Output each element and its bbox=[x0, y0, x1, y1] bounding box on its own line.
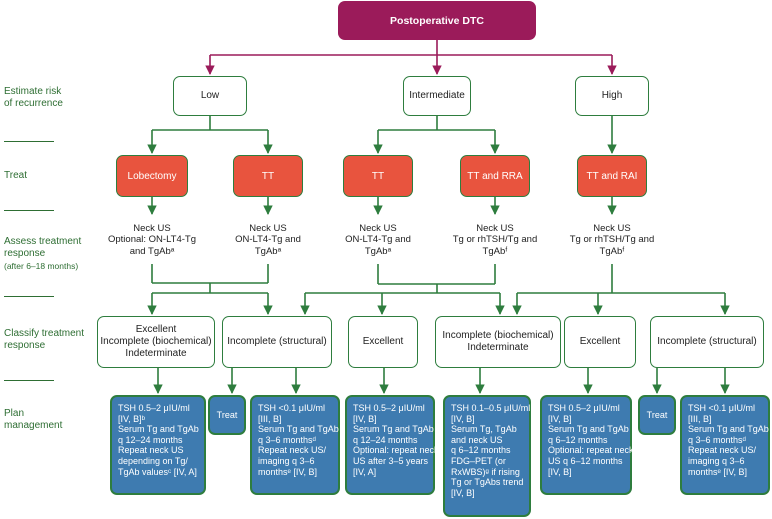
plan-node-intermediate-excellent: TSH 0.5–2 μIU/ml[IV, B]Serum Tg and TgAb… bbox=[345, 395, 439, 495]
flow-connectors bbox=[147, 116, 730, 394]
classify-node-intermediate-biochemical: Incomplete (biochemical)Indeterminate bbox=[435, 316, 561, 368]
risk-node-low: Low bbox=[173, 76, 247, 116]
treat-node-tt-rai: TT and RAI bbox=[577, 155, 647, 197]
treat-node-lobectomy: Lobectomy bbox=[116, 155, 188, 197]
row-label-risk: Estimate risk of recurrence bbox=[4, 86, 63, 109]
treat-node-tt-low: TT bbox=[233, 155, 303, 197]
row-separator bbox=[4, 141, 54, 142]
row-label-treat: Treat bbox=[4, 170, 27, 181]
classify-node-high-excellent: Excellent bbox=[564, 316, 636, 368]
top-connectors bbox=[205, 40, 617, 75]
classify-node-low-structural: Incomplete (structural) bbox=[222, 316, 332, 368]
classify-node-intermediate-excellent: Excellent bbox=[348, 316, 418, 368]
row-label-classify: Classify treatment response bbox=[4, 328, 85, 351]
row-separator bbox=[4, 210, 54, 211]
row-label-assess: Assess treatment response (after 6–18 mo… bbox=[4, 236, 82, 271]
row-separator bbox=[4, 380, 54, 381]
risk-node-intermediate: Intermediate bbox=[403, 76, 471, 116]
plan-node-high-structural: TSH <0.1 μIU/ml[III, B]Serum Tg and TgAb… bbox=[680, 395, 770, 495]
treat-node-tt-rra: TT and RRA bbox=[460, 155, 530, 197]
classify-node-high-structural: Incomplete (structural) bbox=[650, 316, 764, 368]
row-separator bbox=[4, 296, 54, 297]
plan-node-high-treat: Treat bbox=[638, 395, 676, 435]
risk-node-high: High bbox=[575, 76, 649, 116]
postoperative-dtc-node: Postoperative DTC bbox=[338, 1, 536, 40]
plan-node-low-structural: TSH <0.1 μIU/ml[III, B]Serum Tg and TgAb… bbox=[250, 395, 340, 495]
row-label-plan: Plan management bbox=[4, 408, 63, 431]
treat-node-tt-intermediate: TT bbox=[343, 155, 413, 197]
plan-node-high-excellent: TSH 0.5–2 μIU/ml[IV, B]Serum Tg and TgAb… bbox=[540, 395, 634, 495]
plan-node-low-treat: Treat bbox=[208, 395, 246, 435]
